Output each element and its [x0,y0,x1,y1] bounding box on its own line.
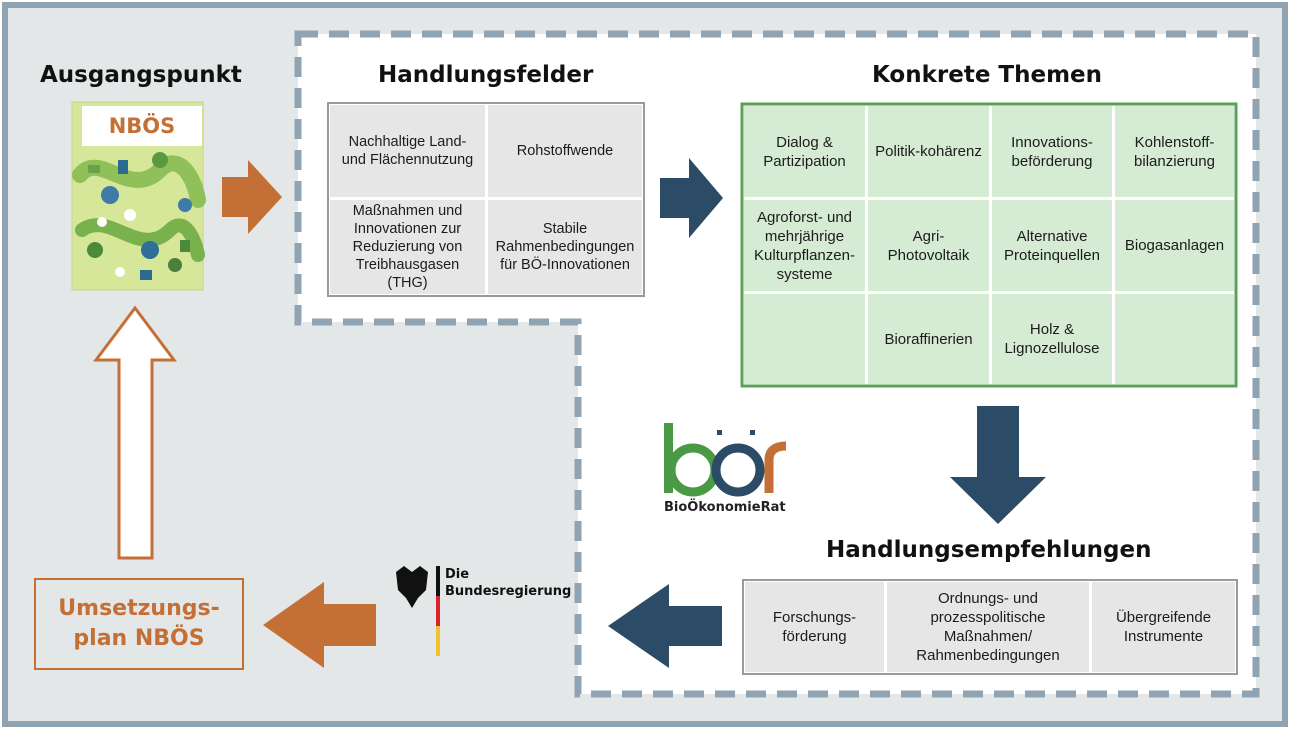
thema-cell: Bioraffinerien [868,294,989,384]
arrow-left-orange [263,582,376,668]
arrow-up-hollow [93,305,177,560]
thema-cell [1115,294,1234,384]
empfehlung-cell: Übergreifende Instrumente [1092,582,1235,672]
arrow-down-navy [950,406,1046,524]
thema-cell: Alternative Proteinquellen [992,200,1112,291]
thema-cell: Holz & Lignozellulose [992,294,1112,384]
handlungsfeld-cell: Stabile Rahmenbedingungen für BÖ-Innovat… [488,200,642,294]
thema-cell: Agroforst- und mehrjährige Kulturpflanze… [744,200,865,291]
handlungsfelder-border [327,102,645,297]
arrow-right-navy [660,158,723,238]
empfehlung-cell: Forschungs-förderung [745,582,884,672]
handlungsfeld-cell: Maßnahmen und Innovationen zur Reduzieru… [330,200,485,294]
thema-cell [744,294,865,384]
themen-border [740,102,1238,388]
heading-konkrete-themen: Konkrete Themen [872,62,1103,88]
thema-cell: Agri-Photovoltaik [868,200,989,291]
bioekonomierat-logo-mark [664,423,787,497]
thema-cell: Innovations-beförderung [992,106,1112,197]
thema-cell: Kohlenstoff-bilanzierung [1115,106,1234,197]
heading-handlungsfelder: Handlungsfelder [378,62,594,88]
empfehlungen-border [742,579,1238,675]
handlungsfeld-cell: Rohstoffwende [488,105,642,197]
nboes-cover-title: NBÖS [82,106,202,146]
bundesregierung-logo-text: Die Bundesregierung [445,566,571,600]
heading-ausgangspunkt: Ausgangspunkt [40,62,242,88]
bioekonomierat-logo-text: BioÖkonomieRat [664,500,786,515]
empfehlung-cell: Ordnungs- und prozesspolitische Maßnahme… [887,582,1089,672]
thema-cell: Dialog & Partizipation [744,106,865,197]
heading-handlungsempfehlungen: Handlungsempfehlungen [826,537,1152,563]
arrow-right-orange [222,160,282,234]
thema-cell: Biogasanlagen [1115,200,1234,291]
thema-cell: Politik-kohärenz [868,106,989,197]
bundesregierung-logo-mark [396,566,440,656]
umsetzungsplan-box: Umsetzungs-plan NBÖS [34,578,244,670]
bundesregierung-line2: Bundesregierung [445,584,572,599]
handlungsfeld-cell: Nachhaltige Land- und Flächennutzung [330,105,485,197]
arrow-left-navy [608,584,722,668]
bundesregierung-line1: Die [445,567,470,582]
